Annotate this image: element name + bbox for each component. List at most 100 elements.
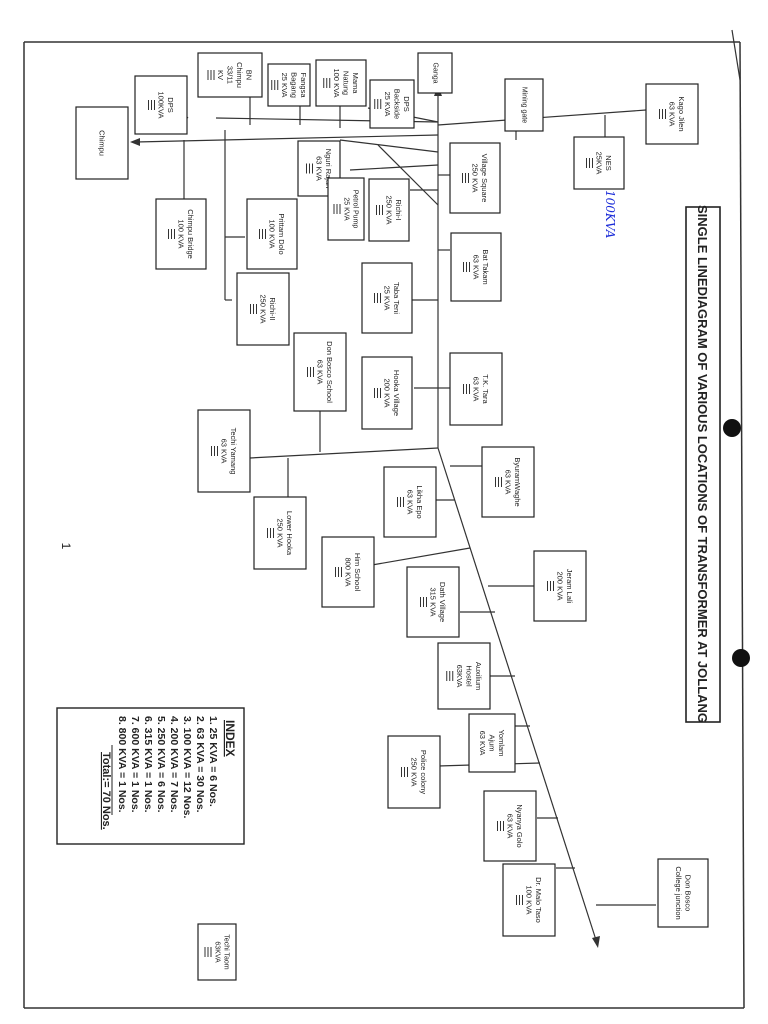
node-label: 63 KVA [472,377,481,402]
index-row: 5. 250 KVA = 6 Nos. [155,716,167,813]
binder-hole [732,649,750,667]
node-label: 100 KVA [177,219,186,248]
node-label: 250 KVA [259,294,268,323]
node-label: Bagang [289,72,298,98]
node-box [645,83,699,145]
transformer-symbol-icon [211,446,218,456]
title-frame: SINGLE LINEDIAGRAM OF VARIOUS LOCATIONS … [685,205,721,723]
transformer-symbol-icon [271,80,279,90]
node-label: Richi-II [268,297,277,320]
node-label: 250 KVA [410,757,419,786]
index-row: 2. 63 KVA = 30 Nos. [194,716,206,813]
node-label: 25 KVA [383,92,392,117]
node-box [449,352,503,426]
transformer-symbol-icon [168,229,175,239]
node-label: BN [245,70,254,80]
node-box [155,198,207,270]
node-label: Fangsa [299,72,308,98]
node-box [315,59,367,107]
index-row: 6. 315 KVA = 1 Nos. [142,716,154,813]
node-box [197,409,251,493]
node-label: 63 KVA [315,156,324,181]
node-label: 200 KVA [556,571,565,600]
node-label: 63 KVA [220,439,229,464]
node-label: Him School [353,553,362,592]
node-label: 315 KVA [429,587,438,616]
transformer-symbol-icon [307,367,314,377]
node-box [75,106,129,180]
node-label: 63 KVA [504,470,513,495]
page-number: 1 [59,543,73,550]
node-label: Natung [341,71,350,95]
node-box [361,262,413,334]
node-label: Nyanya Golo [515,804,524,847]
node-label: College junction [674,866,683,919]
node-label: Lower Hooka [285,511,294,556]
node-label: KV [216,70,225,80]
node-box [573,136,625,190]
node-label: Richi-I [394,199,403,220]
node-box [417,52,453,94]
node-box [197,923,237,981]
node-label: Dr. Malo Taso [534,877,543,923]
node-label: Prittam Dolo [277,213,286,254]
node-box [533,550,587,622]
transformer-symbol-icon [547,581,554,591]
index-box: INDEX 1. 25 KVA = 6 Nos. 2. 63 KVA = 30 … [56,707,245,845]
node-box [321,536,375,608]
transformer-symbol-icon [495,477,502,487]
node-label: Police colony [419,750,428,794]
transformer-symbol-icon [374,388,381,398]
node-label: DPS [402,96,411,111]
transformer-symbol-icon [463,384,470,394]
node-label: Yomlam [497,730,506,757]
transformer-node-mining-gate: Mining gate [504,78,544,132]
node-label: 63 KVA [506,814,515,839]
transformer-symbol-icon [148,100,155,110]
node-label: Chimpu [235,62,244,88]
node-label: Mining gate [521,87,528,123]
node-label: Don Bosco [683,875,692,912]
transformer-symbol-icon [306,163,313,174]
node-label: Techi Yamang [229,428,238,475]
node-box [450,232,502,302]
node-label: 100KVA [157,92,166,119]
node-label: Dath Village [438,582,447,622]
node-label: 63 KVA [472,255,481,280]
transformer-symbol-icon [204,947,212,957]
transformer-symbol-icon [323,78,331,88]
node-label: Hostel [464,665,473,687]
node-box [449,142,501,214]
node-label: 100 KVA [268,219,277,248]
transformer-symbol-icon [374,99,382,109]
node-label: Taba Teni [392,282,401,314]
transformer-symbol-icon [462,173,469,183]
node-label: Auxilium [474,662,483,690]
node-label: Ajum [488,734,497,751]
transformer-symbol-icon [659,109,666,119]
node-label: Bat Takam [481,249,490,284]
node-box [504,78,544,132]
transformer-symbol-icon [335,567,342,577]
handwritten-note: 100KVA [603,190,617,239]
transformer-symbol-icon [497,821,504,831]
binder-hole [723,419,741,437]
node-box [657,858,709,928]
